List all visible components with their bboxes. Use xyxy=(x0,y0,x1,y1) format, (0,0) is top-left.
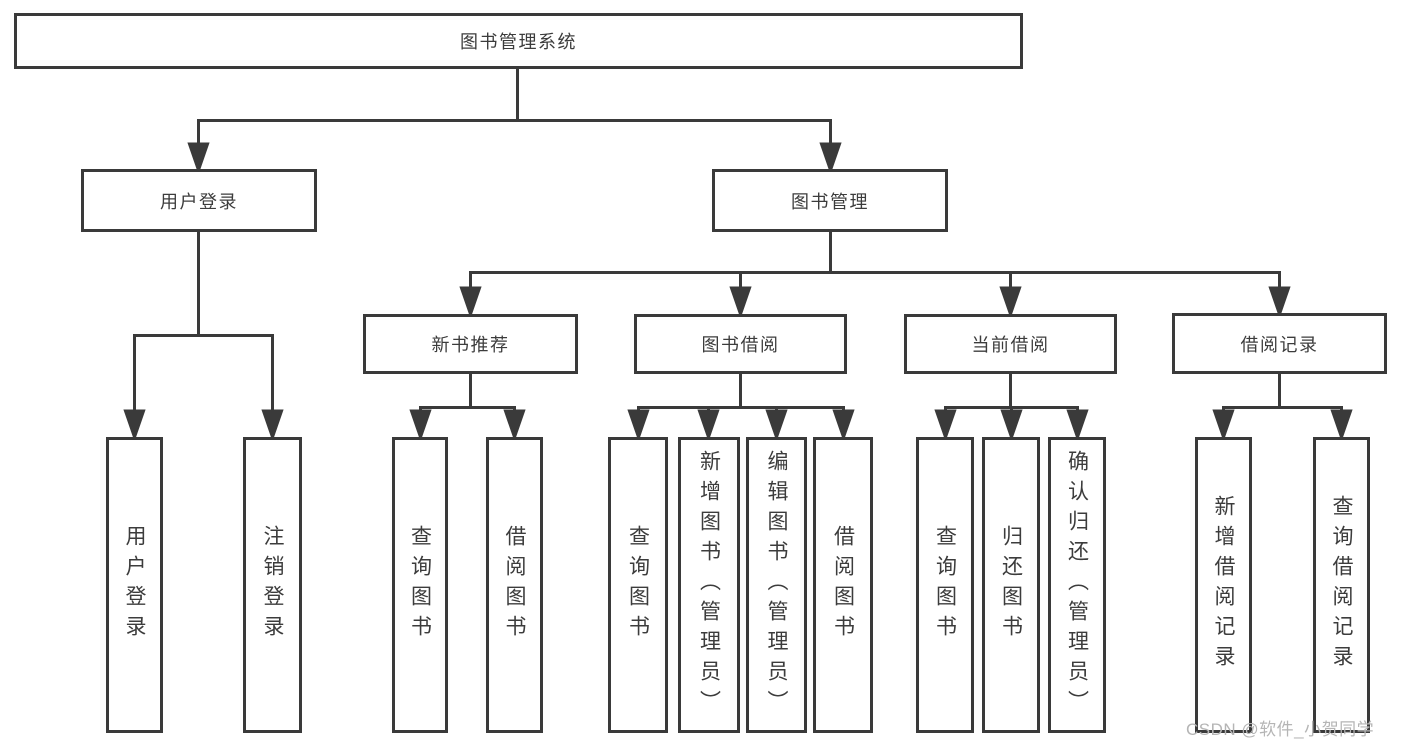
leaf-query-books-borrowing: 查询图书 xyxy=(608,437,668,733)
node-label: 新书推荐 xyxy=(431,335,510,355)
node-root-system: 图书管理系统 xyxy=(14,13,1023,69)
leaf-borrow-books-borrowing: 借阅图书 xyxy=(813,437,873,733)
leaf-label: 查询图书 xyxy=(408,525,432,645)
arrow-down-icon xyxy=(1268,286,1291,319)
leaf-confirm-return-admin: 确认归还（管理员） xyxy=(1048,437,1106,733)
leaf-user-login: 用户登录 xyxy=(106,437,163,733)
leaf-logout: 注销登录 xyxy=(243,437,302,733)
node-label: 图书借阅 xyxy=(701,335,780,355)
connector-current-borrowing xyxy=(934,373,1089,442)
node-book-borrowing: 图书借阅 xyxy=(634,314,847,374)
node-user-login: 用户登录 xyxy=(81,169,317,232)
arrow-down-icon xyxy=(503,409,526,442)
leaf-query-borrow-record: 查询借阅记录 xyxy=(1313,437,1370,733)
leaf-return-books: 归还图书 xyxy=(982,437,1040,733)
node-label: 当前借阅 xyxy=(971,335,1050,355)
leaf-add-books-admin: 新增图书（管理员） xyxy=(678,437,740,733)
leaf-edit-books-admin: 编辑图书（管理员） xyxy=(746,437,807,733)
arrow-down-icon xyxy=(1330,409,1353,442)
arrow-down-icon xyxy=(1066,409,1089,442)
node-book-management: 图书管理 xyxy=(712,169,948,232)
leaf-label: 借阅图书 xyxy=(831,525,855,645)
node-label: 图书管理 xyxy=(791,191,869,212)
node-current-borrowing: 当前借阅 xyxy=(904,314,1117,374)
leaf-label: 查询图书 xyxy=(933,525,957,645)
leaf-label: 编辑图书（管理员） xyxy=(765,450,788,720)
leaf-query-books-recommend: 查询图书 xyxy=(392,437,448,733)
connector-user-login xyxy=(123,231,284,442)
leaf-label: 新增图书（管理员） xyxy=(697,450,721,720)
arrow-down-icon xyxy=(1000,409,1023,442)
leaf-label: 新增借阅记录 xyxy=(1212,495,1235,675)
leaf-label: 归还图书 xyxy=(999,525,1023,645)
csdn-watermark: CSDN @软件_小贺同学 xyxy=(1186,720,1375,739)
connector-book-borrowing xyxy=(627,373,855,442)
connector-root xyxy=(187,69,842,175)
arrow-down-icon xyxy=(261,409,284,442)
connector-book-management xyxy=(459,231,1291,319)
arrow-down-icon xyxy=(459,286,482,319)
leaf-query-books-current: 查询图书 xyxy=(916,437,974,733)
connector-new-book-recommend xyxy=(409,373,526,442)
node-borrow-records: 借阅记录 xyxy=(1172,313,1387,374)
node-label: 用户登录 xyxy=(160,191,238,212)
arrow-down-icon xyxy=(819,142,842,175)
leaf-label: 借阅图书 xyxy=(503,525,526,645)
node-new-book-recommend: 新书推荐 xyxy=(363,314,578,374)
arrow-down-icon xyxy=(123,409,146,442)
arrow-down-icon xyxy=(934,409,957,442)
arrow-down-icon xyxy=(409,409,432,442)
connector-borrow-records xyxy=(1212,373,1353,442)
arrow-down-icon xyxy=(187,142,210,175)
leaf-label: 查询借阅记录 xyxy=(1330,495,1353,675)
arrow-down-icon xyxy=(627,409,650,442)
arrow-down-icon xyxy=(697,409,720,442)
leaf-label: 用户登录 xyxy=(123,525,146,645)
leaf-label: 确认归还（管理员） xyxy=(1065,450,1089,720)
leaf-label: 查询图书 xyxy=(626,525,650,645)
leaf-borrow-books-recommend: 借阅图书 xyxy=(486,437,543,733)
arrow-down-icon xyxy=(765,409,788,442)
arrow-down-icon xyxy=(999,286,1022,319)
node-label: 借阅记录 xyxy=(1240,334,1319,355)
node-root-label: 图书管理系统 xyxy=(460,32,577,52)
arrow-down-icon xyxy=(832,409,855,442)
arrow-down-icon xyxy=(1212,409,1235,442)
arrow-down-icon xyxy=(729,286,752,319)
leaf-label: 注销登录 xyxy=(261,525,284,645)
leaf-add-borrow-record: 新增借阅记录 xyxy=(1195,437,1252,733)
